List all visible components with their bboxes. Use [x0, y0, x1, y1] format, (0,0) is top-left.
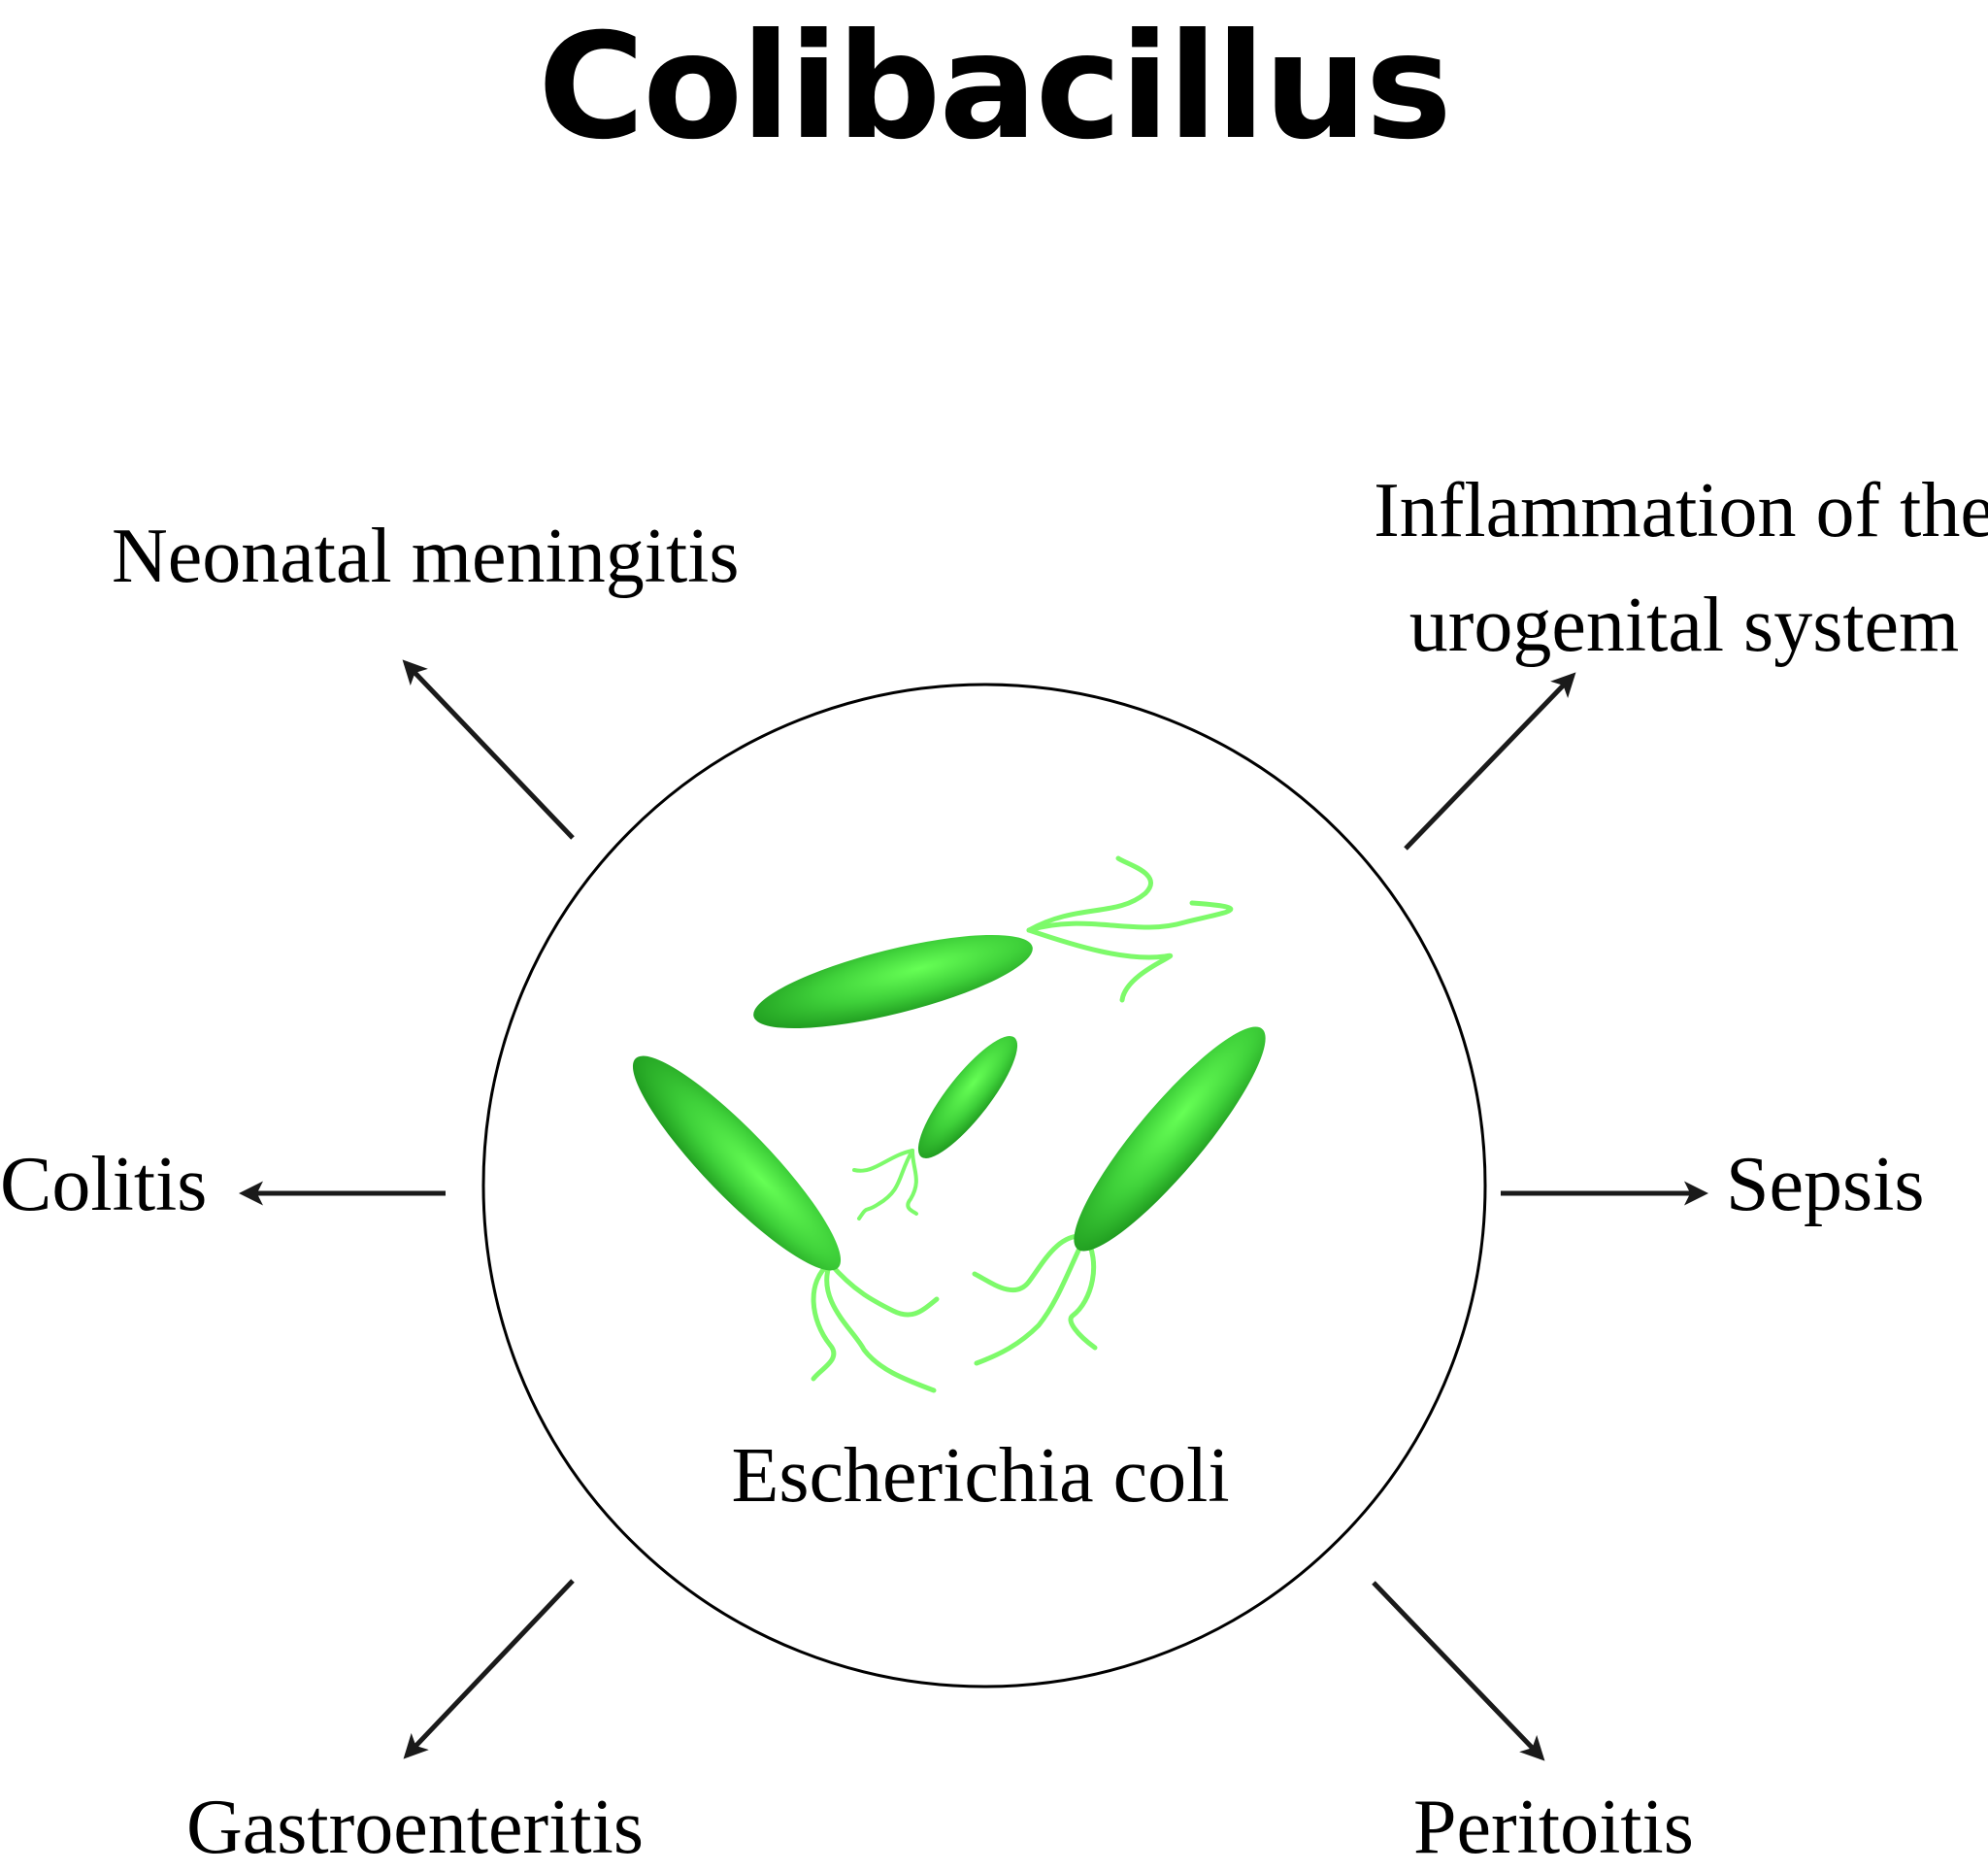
bacterium-small — [852, 1036, 1018, 1220]
label-gastroenteritis: Gastroenteritis — [186, 1785, 644, 1870]
arrow-neonatal-meningitis — [402, 659, 575, 840]
label-colitis: Colitis — [0, 1142, 208, 1227]
label-urogenital-inflammation: Inflammation of the urogenital system — [1344, 453, 1988, 683]
label-escherichia-coli: Escherichia coli — [731, 1433, 1230, 1519]
bacteria-circle — [481, 683, 1487, 1688]
arrow-peritoitis — [1372, 1581, 1545, 1761]
label-peritoitis: Peritoitis — [1413, 1785, 1694, 1870]
arrow-gastroenteritis — [403, 1579, 575, 1759]
label-urogenital-line2: urogenital system — [1408, 583, 1960, 668]
diagram-title: Colibacillus — [538, 3, 1452, 172]
label-sepsis: Sepsis — [1726, 1142, 1925, 1227]
label-urogenital-line1: Inflammation of the — [1374, 468, 1988, 553]
label-neonatal-meningitis: Neonatal meningitis — [112, 514, 740, 599]
arrow-urogenital — [1404, 672, 1576, 851]
bacterium-right — [972, 1026, 1266, 1366]
bacterium-left — [632, 1055, 940, 1393]
bacterium-top — [753, 855, 1234, 1029]
